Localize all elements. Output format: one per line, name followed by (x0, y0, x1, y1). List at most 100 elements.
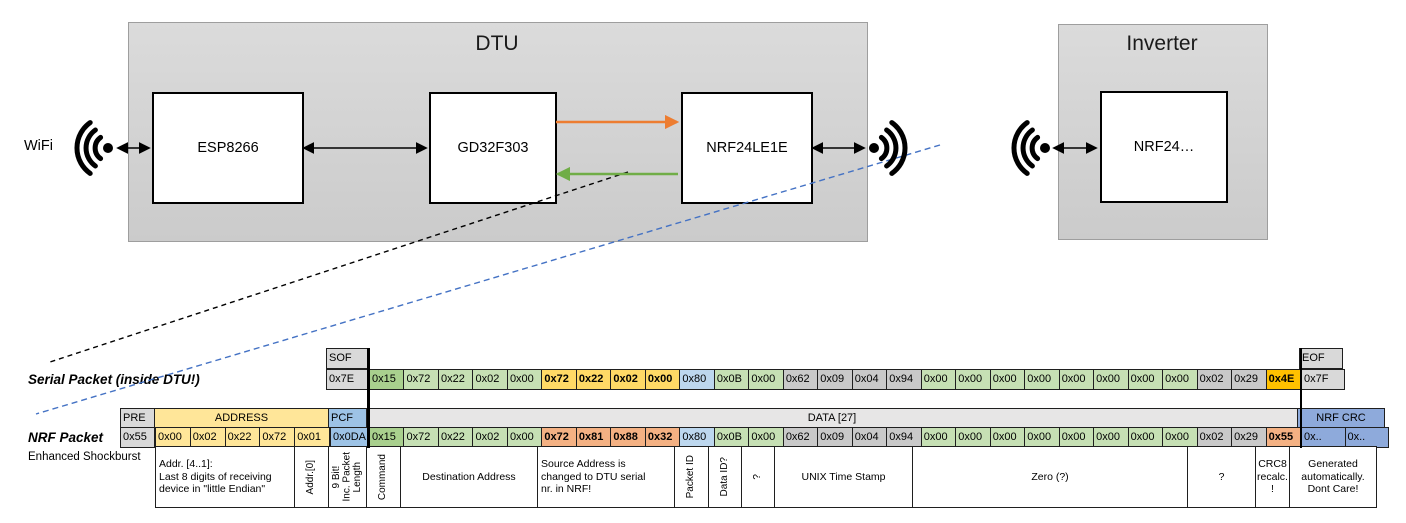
byte-cell: 0x00 (989, 427, 1026, 448)
byte-cell: 0x72 (259, 427, 296, 448)
nrf-packet-label: NRF Packet (28, 430, 104, 445)
byte-cell: 0x00 (989, 369, 1026, 390)
byte-cell: 0x22 (224, 427, 261, 448)
annotation-row: Addr. [4..1]: Last 8 digits of receiving… (155, 446, 1377, 508)
eof-value: 0x7F (1301, 369, 1345, 390)
byte-cell: 0x15 (369, 369, 405, 390)
byte-cell: 0x55 (1265, 427, 1302, 448)
annotation-cell: Generated automatically. Dont Care! (1289, 446, 1377, 508)
byte-cell: 0x00 (955, 369, 991, 390)
byte-cell: 0x00 (1058, 369, 1095, 390)
byte-cell: 0x00 (1162, 427, 1198, 448)
byte-cell: 0x72 (403, 427, 439, 448)
nrf-crc-header: NRF CRC (1297, 408, 1385, 428)
byte-cell: 0x22 (437, 427, 474, 448)
byte-cell: 0x00 (506, 369, 543, 390)
annotation-text: Source Address is changed to DTU serial … (541, 458, 646, 496)
byte-cell: 0x02 (472, 369, 508, 390)
annotation-cell: Command (366, 446, 401, 508)
wifi-icon-left (77, 123, 113, 174)
serial-packet-label: Serial Packet (inside DTU!) (28, 372, 200, 387)
byte-cell: 0x00 (644, 369, 681, 390)
gd32f303-label: GD32F303 (457, 140, 529, 156)
byte-cell: 0x00 (1058, 427, 1095, 448)
pcf-header: PCF (328, 408, 367, 428)
byte-cell: 0x02 (1196, 369, 1233, 390)
byte-cell: 0x22 (575, 369, 612, 390)
nrf24le1e-box: NRF24LE1E (681, 92, 813, 204)
byte-cell: 0x.. (1344, 427, 1389, 448)
annotation-text: Destination Address (422, 470, 516, 483)
eof-header: EOF (1299, 348, 1343, 369)
annotation-cell: Addr.[0] (294, 446, 329, 508)
esp8266-box: ESP8266 (152, 92, 304, 204)
data-span-line-right (1299, 348, 1302, 448)
annotation-text: CRC8 recalc. ! (1257, 458, 1288, 496)
byte-cell: 0x00 (1024, 369, 1060, 390)
byte-cell: 0x0B (713, 369, 750, 390)
byte-cell: 0x01 (294, 427, 330, 448)
annotation-cell: Destination Address (400, 446, 538, 508)
byte-cell: 0x09 (817, 427, 853, 448)
byte-cell: 0x00 (1162, 369, 1198, 390)
nrf-header-row: PRE ADDRESS PCF DATA [27] NRF CRC (120, 408, 1389, 428)
annotation-text: Data ID? (718, 457, 730, 497)
dtu-title: DTU (475, 32, 519, 55)
enhanced-shockburst-label: Enhanced Shockburst (28, 451, 141, 463)
byte-cell: 0x72 (403, 369, 439, 390)
byte-cell: 0x88 (610, 427, 646, 448)
byte-cell: 0x29 (1231, 369, 1267, 390)
byte-cell: 0x02 (472, 427, 508, 448)
pcf-value: 0x0DA (330, 427, 369, 448)
byte-cell: 0x29 (1231, 427, 1267, 448)
byte-cell: 0x00 (920, 369, 957, 390)
address-header: ADDRESS (154, 408, 329, 428)
esp8266-label: ESP8266 (197, 140, 259, 156)
data-span-line-left (367, 348, 370, 448)
annotation-cell: Source Address is changed to DTU serial … (537, 446, 675, 508)
inverter-nrf24-box: NRF24… (1100, 91, 1228, 203)
byte-cell: 0x02 (1196, 427, 1233, 448)
byte-cell: 0x00 (748, 369, 784, 390)
nrf24le1e-label: NRF24LE1E (706, 140, 788, 156)
annotation-cell: Addr. [4..1]: Last 8 digits of receiving… (155, 446, 295, 508)
data-header: DATA [27] (366, 408, 1298, 428)
annotation-text: ? (751, 474, 763, 480)
annotation-text: Packet ID (685, 455, 697, 499)
byte-cell: 0x72 (541, 427, 577, 448)
byte-cell: 0x09 (817, 369, 853, 390)
annotation-cell: 9 Bit! Inc. Packet Length (328, 446, 367, 508)
byte-cell: 0x94 (886, 369, 922, 390)
annotation-cell: UNIX Time Stamp (774, 446, 913, 508)
byte-cell: 0x22 (437, 369, 474, 390)
byte-cell: 0x02 (610, 369, 646, 390)
wifi-label: WiFi (24, 138, 53, 154)
sof-header: SOF (326, 348, 369, 369)
byte-cell: 0x32 (644, 427, 681, 448)
annotation-cell: Packet ID (674, 446, 709, 508)
annotation-text: Zero (?) (1031, 470, 1069, 483)
byte-cell: 0x94 (886, 427, 922, 448)
byte-cell: 0x00 (1093, 369, 1129, 390)
byte-cell: 0x00 (1127, 427, 1164, 448)
byte-cell: 0x00 (955, 427, 991, 448)
wifi-icon-inverter-antenna (1014, 123, 1050, 174)
byte-cell: 0x00 (506, 427, 543, 448)
wifi-icon-dtu-antenna (869, 123, 905, 174)
byte-cell: 0x62 (782, 369, 819, 390)
annotation-text: Addr.[0] (305, 459, 317, 495)
pre-value: 0x55 (120, 427, 155, 448)
gd32f303-box: GD32F303 (429, 92, 557, 204)
byte-cell: 0x00 (155, 427, 191, 448)
annotation-text: Command (377, 453, 389, 501)
byte-cell: 0x.. (1301, 427, 1346, 448)
annotation-cell: ? (741, 446, 775, 508)
byte-cell: 0x80 (679, 369, 715, 390)
serial-header-spacer (368, 348, 1300, 369)
inverter-title: Inverter (1126, 32, 1198, 55)
